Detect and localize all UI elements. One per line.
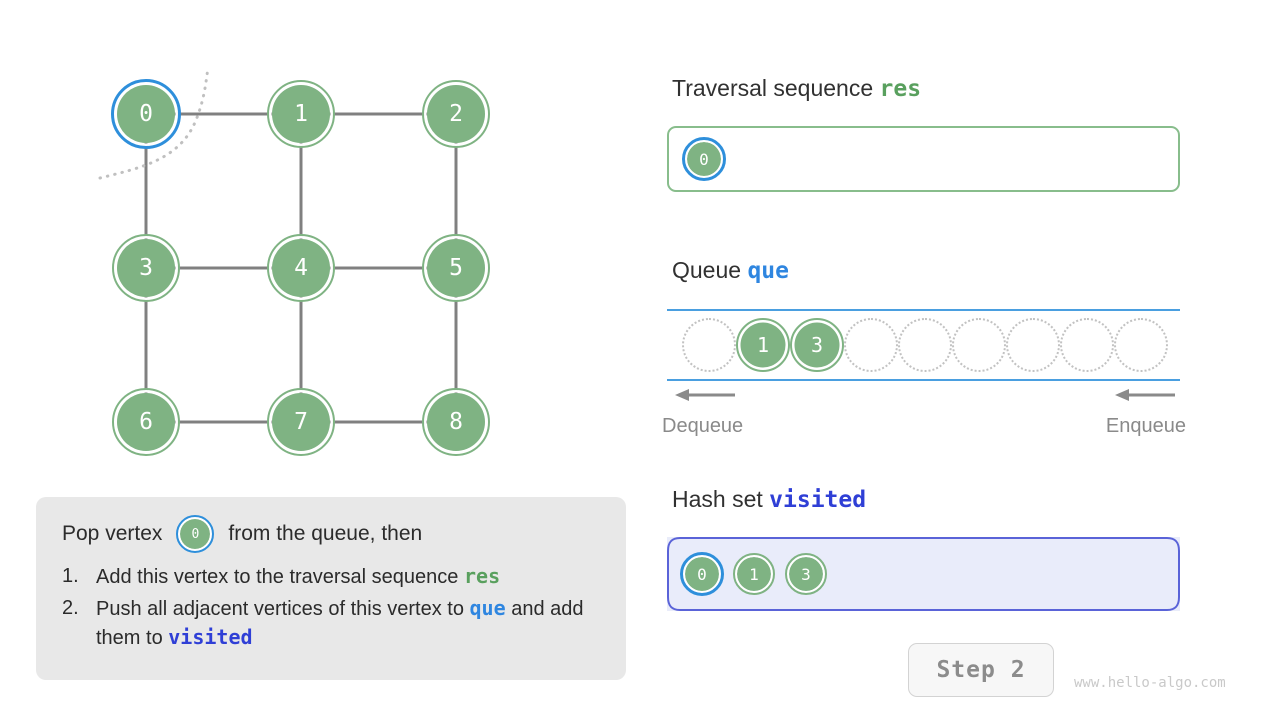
graph-panel: 0 1 2 3 4 5 6 7 8 xyxy=(0,0,640,490)
explanation-head-before: Pop vertex xyxy=(62,522,163,545)
hash-title-variable: visited xyxy=(769,487,867,513)
dequeue-arrow-head xyxy=(675,389,689,401)
hash-title-text: Hash set xyxy=(672,486,763,512)
queue-slot-empty xyxy=(898,318,952,372)
explanation-step: 1. Add this vertex to the traversal seque… xyxy=(62,563,600,591)
queue-title-text: Queue xyxy=(672,257,742,283)
res-panel-title: Traversal sequence res xyxy=(672,75,921,102)
graph-node-7[interactable]: 7 xyxy=(267,388,335,456)
hash-panel-title: Hash set visited xyxy=(672,486,866,513)
graph-node-6[interactable]: 6 xyxy=(112,388,180,456)
explanation-step-text: Push all adjacent vertices of this verte… xyxy=(96,595,600,652)
hash-item-1: 1 xyxy=(733,553,775,595)
explanation-step-text: Add this vertex to the traversal sequenc… xyxy=(96,563,500,591)
queue-slot-empty xyxy=(1006,318,1060,372)
enqueue-label: Enqueue xyxy=(1105,415,1186,437)
queue-slot-filled: 3 xyxy=(790,318,844,372)
res-title-text: Traversal sequence xyxy=(672,75,874,101)
queue-title-variable: que xyxy=(747,258,789,284)
graph-node-2[interactable]: 2 xyxy=(422,80,490,148)
queue-slot-filled: 1 xyxy=(736,318,790,372)
res-title-variable: res xyxy=(879,76,922,102)
res-item-0: 0 xyxy=(682,137,726,181)
queue-bottom-line xyxy=(667,379,1180,381)
graph-node-4[interactable]: 4 xyxy=(267,234,335,302)
explanation-head-after: from the queue, then xyxy=(228,522,423,545)
graph-node-5[interactable]: 5 xyxy=(422,234,490,302)
text-run: Add this vertex to the traversal sequenc… xyxy=(96,566,464,588)
graph-node-1[interactable]: 1 xyxy=(267,80,335,148)
code-variable: visited xyxy=(168,624,253,649)
queue-slot-empty xyxy=(844,318,898,372)
text-run: and add them to xyxy=(96,598,584,649)
traversal-sequence-box: 0 xyxy=(667,126,1180,192)
graph-node-0[interactable]: 0 xyxy=(111,79,181,149)
inline-vertex-node: 0 xyxy=(176,515,215,553)
explanation-card: Pop vertex 0 from the queue, then 1. Add … xyxy=(36,497,626,681)
queue-panel-title: Queue que xyxy=(672,257,789,284)
explanation-step-number: 1. xyxy=(62,565,79,587)
queue-slot-empty xyxy=(682,318,736,372)
queue-node-1: 1 xyxy=(736,318,790,372)
queue-slot-empty xyxy=(1060,318,1114,372)
hash-set-brace-border xyxy=(667,537,1180,611)
queue-arrows: Dequeue Enqueue xyxy=(662,381,1186,441)
explanation-step-number: 2. xyxy=(62,597,79,620)
explanation-steps: 1. Add this vertex to the traversal seque… xyxy=(62,563,600,652)
queue-top-line xyxy=(667,309,1180,311)
queue-arrow-icons xyxy=(675,389,1175,401)
explanation-step: 2. Push all adjacent vertices of this ver… xyxy=(62,595,600,652)
enqueue-arrow-head xyxy=(1115,389,1129,401)
queue-slot-empty xyxy=(952,318,1006,372)
queue-slot-empty xyxy=(1114,318,1168,372)
watermark: www.hello-algo.com xyxy=(1074,675,1226,691)
code-variable: que xyxy=(469,596,506,621)
graph-node-8[interactable]: 8 xyxy=(422,388,490,456)
queue-node-3: 3 xyxy=(790,318,844,372)
text-run: Push all adjacent vertices of this verte… xyxy=(96,598,470,621)
explanation-headline: Pop vertex 0 from the queue, then xyxy=(62,515,600,553)
dotted-arc xyxy=(98,66,210,180)
hash-item-0: 0 xyxy=(680,552,724,596)
hash-item-3: 3 xyxy=(785,553,827,595)
code-variable: res xyxy=(463,564,501,588)
dequeue-label: Dequeue xyxy=(662,415,744,437)
graph-node-3[interactable]: 3 xyxy=(112,234,180,302)
step-badge: Step 2 xyxy=(908,643,1054,697)
